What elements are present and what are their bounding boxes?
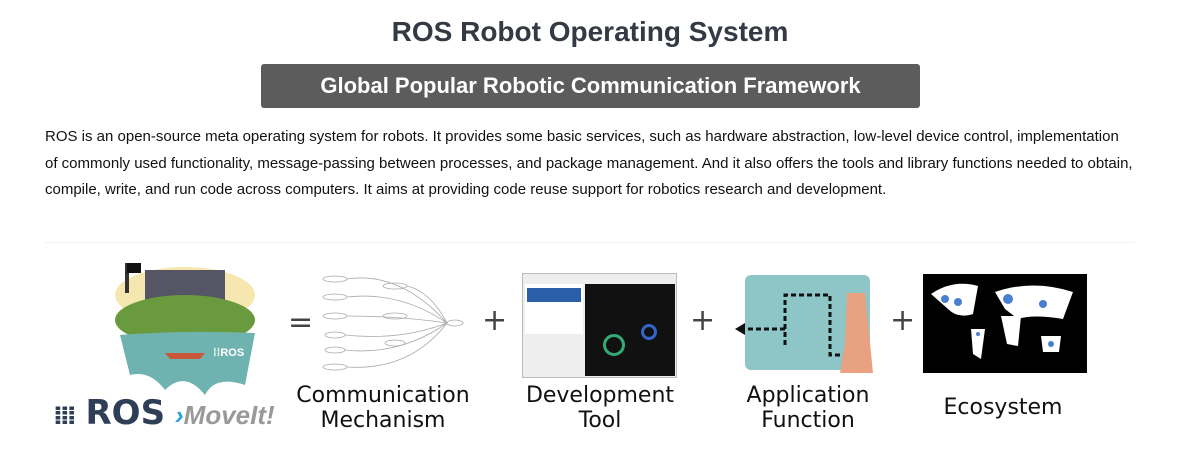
ros-equation-diagram: ⁞⁞ROS ⁞⁞⁞ ROS ›MoveIt! = Communication M…: [45, 242, 1135, 458]
development-tool-label: Development Tool: [500, 383, 700, 433]
label-line: Communication: [296, 383, 470, 408]
turtle-ros-badge: ⁞⁞ROS: [213, 347, 244, 359]
label-line: Function: [761, 408, 855, 433]
application-function-label: Application Function: [708, 383, 908, 433]
plus-sign: +: [482, 303, 508, 338]
3d-view: [585, 284, 675, 376]
application-function-illustration: [735, 275, 873, 373]
communication-mechanism-label: Communication Mechanism: [283, 383, 483, 433]
moveit-logo: ›MoveIt!: [175, 400, 275, 431]
development-tool-screenshot: [522, 273, 677, 378]
ros-dots-icon: ⁞⁞⁞: [53, 401, 77, 431]
description-text: ROS is an open-source meta operating sys…: [45, 128, 1133, 198]
marker: [641, 324, 657, 340]
ros-logo-text: ROS: [85, 393, 166, 433]
moveit-logo-text: MoveIt!: [183, 400, 275, 430]
label-line: Tool: [578, 408, 622, 433]
communication-graph-image: [322, 275, 464, 371]
ecosystem-world-map: [923, 274, 1087, 373]
label-line: Ecosystem: [943, 395, 1063, 420]
subtitle-banner: Global Popular Robotic Communication Fra…: [261, 64, 920, 108]
label-line: Development: [525, 383, 675, 408]
marker: [603, 334, 625, 356]
plus-sign: +: [690, 303, 716, 338]
ecosystem-label: Ecosystem: [903, 395, 1103, 420]
moveit-arrow-icon: ›: [175, 400, 184, 430]
tool-selection: [527, 288, 581, 302]
label-line: Application: [746, 383, 870, 408]
plus-sign: +: [890, 303, 916, 338]
ros-turtle-illustration: ⁞⁞ROS: [115, 263, 255, 395]
label-line: Mechanism: [320, 408, 446, 433]
page-title: ROS Robot Operating System: [391, 16, 789, 47]
ros-logo: ⁞⁞⁞ ROS: [53, 393, 165, 433]
equals-sign: =: [288, 305, 314, 340]
